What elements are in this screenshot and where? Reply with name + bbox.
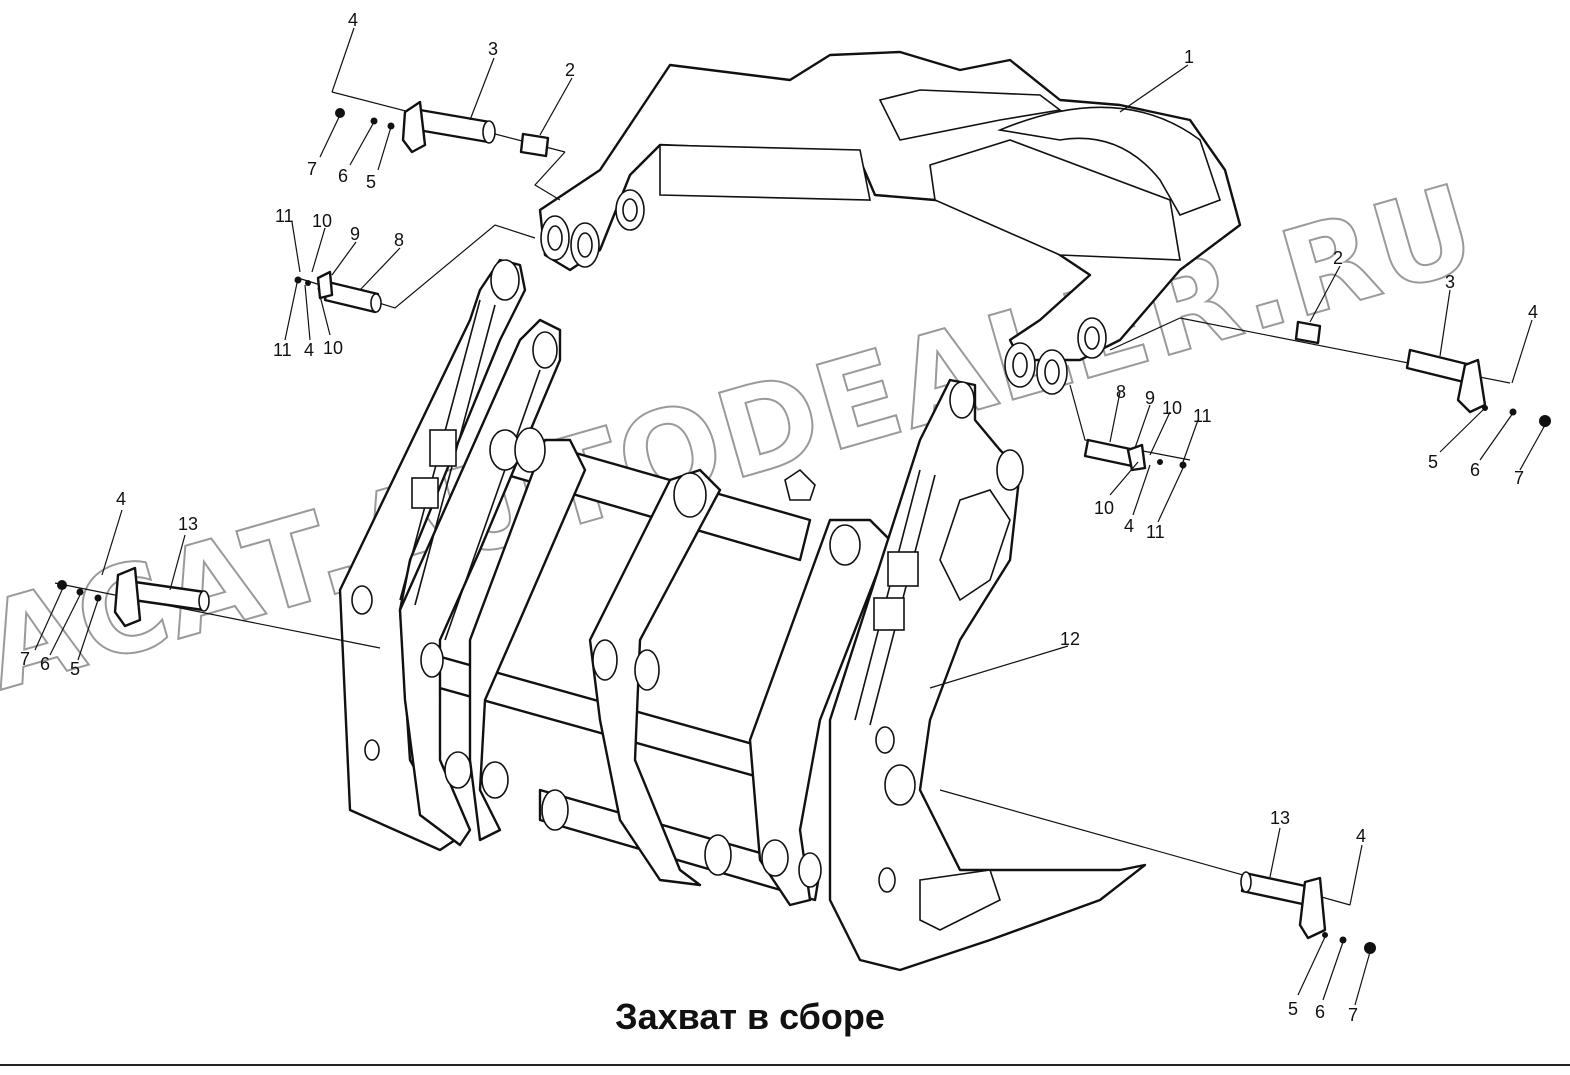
- callout-5-top-left: 5: [366, 172, 376, 192]
- callout-10-right-bottom: 10: [1094, 498, 1114, 518]
- pin-group-right-short: [1069, 384, 1191, 472]
- callout-2-top-left: 2: [565, 60, 575, 80]
- callout-11-left-bottom: 11: [273, 340, 292, 360]
- callout-5-right-lower: 5: [1288, 999, 1298, 1019]
- callout-4-right-mid: 4: [1124, 516, 1134, 536]
- callout-4-left: 4: [304, 340, 314, 360]
- callout-13-left: 13: [178, 514, 198, 534]
- callout-4-right: 4: [1528, 302, 1538, 322]
- upper-arm-assembly: [538, 50, 1242, 395]
- callout-4-top-left: 4: [348, 10, 358, 30]
- callout-13-right: 13: [1270, 808, 1290, 828]
- pin-group-right: [1109, 317, 1551, 427]
- pin-group-left-lower: [54, 566, 381, 649]
- callout-10-right-top: 10: [1162, 398, 1182, 418]
- bottom-divider: [0, 1064, 1570, 1066]
- callout-11-right-bottom: 11: [1146, 522, 1165, 542]
- callout-8-left: 8: [394, 230, 404, 250]
- callout-7-top-left: 7: [307, 159, 317, 179]
- callout-7-left-lower: 7: [20, 649, 30, 669]
- fork-frame-assembly: [338, 258, 1147, 972]
- callout-4-left-lower: 4: [116, 489, 126, 509]
- callout-5-left-lower: 5: [70, 659, 80, 679]
- callout-6-top-left: 6: [338, 166, 348, 186]
- callout-12: 12: [1060, 629, 1080, 649]
- diagram-caption: Захват в сборе: [615, 996, 885, 1037]
- callout-7-right-lower: 7: [1348, 1005, 1358, 1025]
- callout-8-right: 8: [1116, 382, 1126, 402]
- callout-11-right-top: 11: [1193, 406, 1212, 426]
- callout-4-right-lower: 4: [1356, 826, 1366, 846]
- callout-11-left-top: 11: [275, 206, 294, 226]
- callout-3-right: 3: [1445, 272, 1455, 292]
- callout-6-right: 6: [1470, 460, 1480, 480]
- callout-7-right: 7: [1514, 468, 1524, 488]
- callout-1: 1: [1184, 47, 1194, 67]
- callout-3-top-left: 3: [488, 39, 498, 59]
- callout-leaders: [34, 27, 1546, 1006]
- pin-group-right-lower: [939, 789, 1376, 954]
- callout-9-left: 9: [350, 224, 360, 244]
- callout-10-left-top: 10: [312, 211, 332, 231]
- callout-numbers: 1 2 3 4 7 6 5 8 9 10 11 11 4 10 2 3 4 5 …: [20, 10, 1538, 1025]
- pin-group-top-left: [331, 91, 566, 201]
- pin-group-left: [294, 224, 536, 314]
- callout-9-right: 9: [1145, 388, 1155, 408]
- callout-2-right: 2: [1333, 248, 1343, 268]
- callout-10-left-bottom: 10: [323, 338, 343, 358]
- callout-6-left-lower: 6: [40, 654, 50, 674]
- callout-6-right-lower: 6: [1315, 1002, 1325, 1022]
- callout-5-right: 5: [1428, 452, 1438, 472]
- watermark-text: ACAT.AUTODEALER.RU: [0, 159, 1491, 718]
